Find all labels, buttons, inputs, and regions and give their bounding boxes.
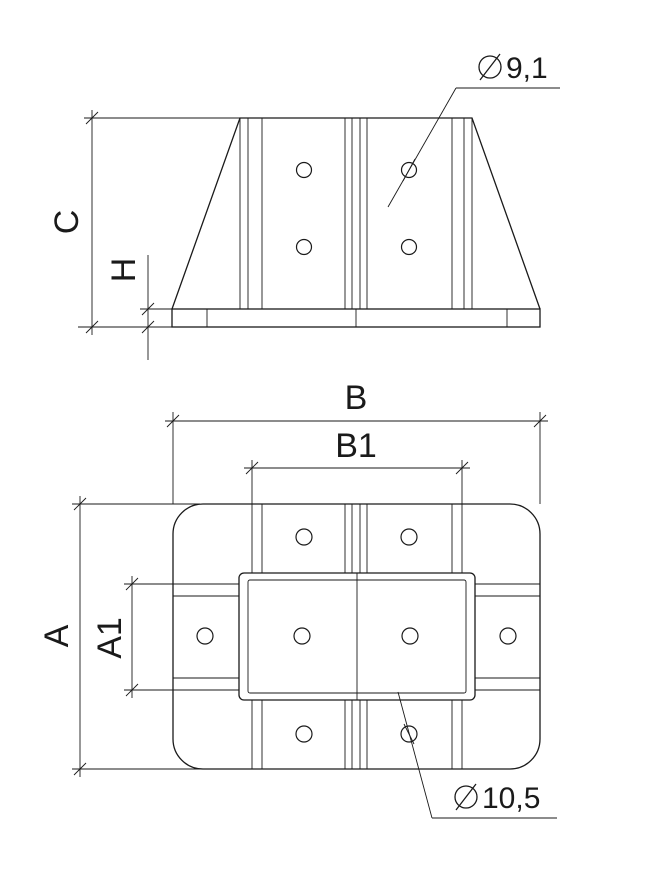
- top-hole: [295, 725, 313, 743]
- label-a: A: [38, 624, 76, 647]
- callout-bottom-leader: [397, 691, 433, 819]
- top-hole: [400, 528, 418, 546]
- diameter-symbol-icon: [478, 53, 502, 81]
- side-hole: [295, 161, 313, 179]
- callout-bottom-value: 10,5: [482, 782, 540, 815]
- label-b1: B1: [335, 427, 377, 465]
- top-hole: [499, 627, 517, 645]
- top-view: B B1 A A1 10,5: [38, 379, 557, 819]
- label-b: B: [345, 379, 368, 417]
- top-hole: [196, 627, 214, 645]
- side-body-outline: [171, 117, 541, 310]
- top-base-plate: [172, 503, 541, 770]
- side-ribs: [247, 118, 465, 309]
- label-c: C: [48, 210, 86, 235]
- side-view: C H 9,1: [48, 52, 560, 360]
- side-hole: [400, 238, 418, 256]
- top-hole: [293, 627, 311, 645]
- label-h: H: [105, 258, 143, 283]
- label-a1: A1: [91, 617, 129, 659]
- top-hole: [295, 528, 313, 546]
- callout-top-value: 9,1: [506, 52, 548, 85]
- callout-top-leader: [387, 87, 457, 208]
- diameter-symbol-icon: [454, 783, 478, 811]
- top-hole: [401, 627, 419, 645]
- side-hole: [295, 238, 313, 256]
